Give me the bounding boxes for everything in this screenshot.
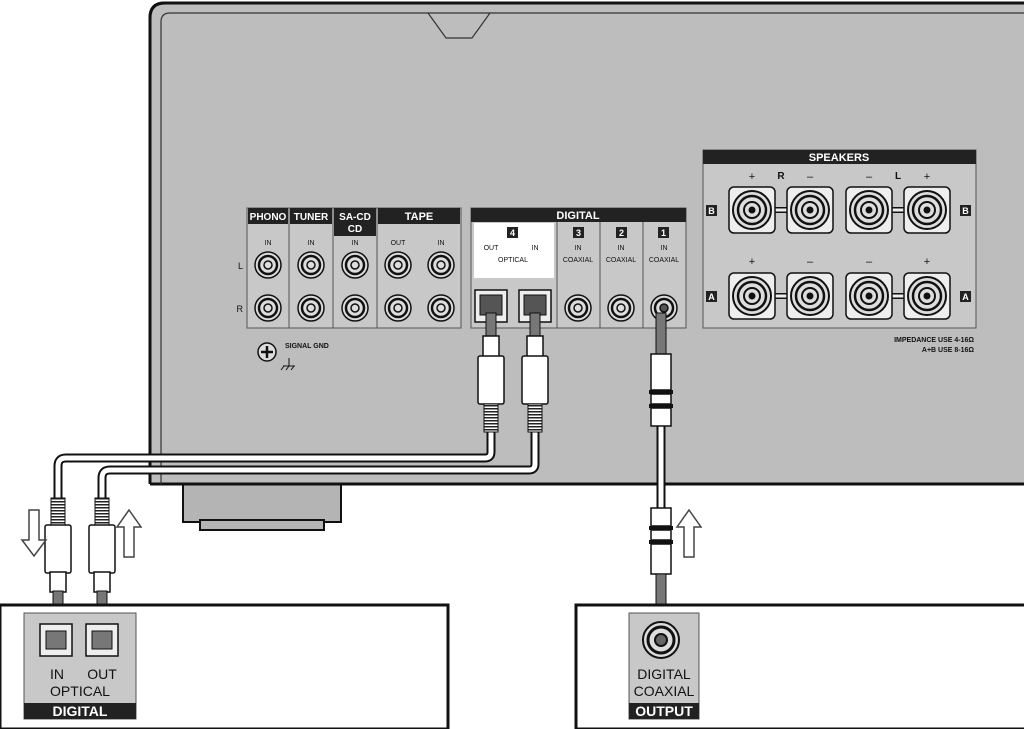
- spk-right-label: R: [777, 171, 785, 182]
- port1-number: 1: [661, 228, 666, 238]
- tape-out-label: OUT: [391, 240, 407, 247]
- spk-b-left-minus: –: [866, 171, 873, 183]
- terminal-a-r-plus: [728, 272, 776, 320]
- analog-inputs-panel: PHONO TUNER SA-CD CD TAPE IN IN IN OUT I…: [237, 207, 462, 371]
- device-digital-label: DIGITAL: [637, 666, 691, 682]
- coaxial-output-jack: [642, 621, 680, 659]
- optical-plug-receiver-out: [477, 312, 505, 433]
- spk-b-right-plus: +: [749, 171, 755, 183]
- impedance-line1: IMPEDANCE USE 4-16Ω: [894, 337, 974, 344]
- digital-device-right: DIGITAL COAXIAL OUTPUT: [574, 603, 1024, 729]
- port4-out-label: OUT: [484, 245, 500, 252]
- row-r-label: R: [237, 304, 244, 314]
- port2-coaxial-label: COAXIAL: [606, 257, 636, 264]
- arrow-up-icon: [675, 508, 703, 558]
- spk-a-right-marker: A: [962, 292, 969, 302]
- spk-a-left-plus: +: [924, 256, 930, 268]
- coaxial-3-jack: [564, 294, 592, 322]
- tuner-title: TUNER: [294, 212, 329, 223]
- sacd-r-jack: [341, 294, 369, 322]
- tape-title: TAPE: [405, 211, 434, 223]
- spk-a-left-marker: A: [708, 292, 715, 302]
- speakers-panel: SPEAKERS + R – – L + + – – + B B A A: [702, 149, 977, 354]
- port3-in-label: IN: [575, 245, 582, 252]
- spk-b-left-marker: B: [708, 206, 715, 216]
- row-l-label: L: [238, 261, 243, 271]
- device-out-label: OUT: [87, 666, 117, 682]
- device-optical-label: OPTICAL: [50, 683, 110, 699]
- port1-coaxial-label: COAXIAL: [649, 257, 679, 264]
- phono-r-jack: [254, 294, 282, 322]
- device-digital-footer: DIGITAL: [53, 703, 108, 719]
- sacd-in-label: IN: [352, 240, 359, 247]
- sacd-title-line1: SA-CD: [339, 212, 371, 223]
- tape-out-l-jack: [384, 251, 412, 279]
- terminal-b-l-minus: [845, 186, 893, 234]
- tape-out-r-jack: [384, 294, 412, 322]
- optical-plug-receiver-in: [521, 312, 549, 433]
- impedance-line2: A+B USE 8-16Ω: [922, 347, 974, 354]
- phono-title: PHONO: [250, 212, 287, 223]
- device-output-footer: OUTPUT: [635, 703, 693, 719]
- tuner-l-jack: [297, 251, 325, 279]
- port3-coaxial-label: COAXIAL: [563, 257, 593, 264]
- port3-number: 3: [576, 228, 581, 238]
- spk-a-right-plus: +: [749, 256, 755, 268]
- coaxial-2-jack: [607, 294, 635, 322]
- terminal-b-r-minus: [786, 186, 834, 234]
- tape-in-r-jack: [427, 294, 455, 322]
- terminal-a-l-plus: [903, 272, 951, 320]
- coaxial-plug-receiver: [649, 312, 673, 427]
- spk-b-left-plus: +: [924, 171, 930, 183]
- digital-device-left: IN OUT OPTICAL DIGITAL: [0, 603, 450, 729]
- terminal-b-l-plus: [903, 186, 951, 234]
- terminal-a-l-minus: [845, 272, 893, 320]
- device-in-label: IN: [50, 666, 64, 682]
- device-coaxial-label: COAXIAL: [634, 683, 695, 699]
- optical-in-port-device: [39, 623, 73, 657]
- spk-left-label: L: [895, 171, 901, 182]
- port1-in-label: IN: [661, 245, 668, 252]
- tape-in-label: IN: [438, 240, 445, 247]
- sacd-l-jack: [341, 251, 369, 279]
- signal-gnd-icon: [257, 342, 295, 371]
- port2-number: 2: [619, 228, 624, 238]
- rca-jacks-analog: [254, 251, 455, 322]
- speaker-terminals: [728, 186, 951, 320]
- terminal-a-r-minus: [786, 272, 834, 320]
- spk-a-left-minus: –: [866, 256, 873, 268]
- arrow-up-icon: [115, 508, 143, 558]
- port4-in-label: IN: [532, 245, 539, 252]
- spk-b-right-marker: B: [962, 206, 969, 216]
- spk-a-right-minus: –: [807, 256, 814, 268]
- phono-in-label: IN: [265, 240, 272, 247]
- tuner-r-jack: [297, 294, 325, 322]
- digital-inputs-panel: DIGITAL 4 OUT IN OPTICAL 3 IN COAXIAL 2 …: [470, 207, 687, 329]
- arrow-down-icon: [20, 509, 48, 558]
- speakers-title: SPEAKERS: [809, 152, 870, 164]
- phono-l-jack: [254, 251, 282, 279]
- port4-optical-label: OPTICAL: [498, 257, 528, 264]
- optical-out-port-device: [85, 623, 119, 657]
- digital-title: DIGITAL: [556, 210, 599, 222]
- tape-in-l-jack: [427, 251, 455, 279]
- signal-gnd-label: SIGNAL GND: [285, 343, 329, 350]
- terminal-b-r-plus: [728, 186, 776, 234]
- tuner-in-label: IN: [308, 240, 315, 247]
- sacd-title-line2: CD: [348, 224, 362, 235]
- port2-in-label: IN: [618, 245, 625, 252]
- port4-number: 4: [510, 228, 515, 238]
- spk-b-right-minus: –: [807, 171, 814, 183]
